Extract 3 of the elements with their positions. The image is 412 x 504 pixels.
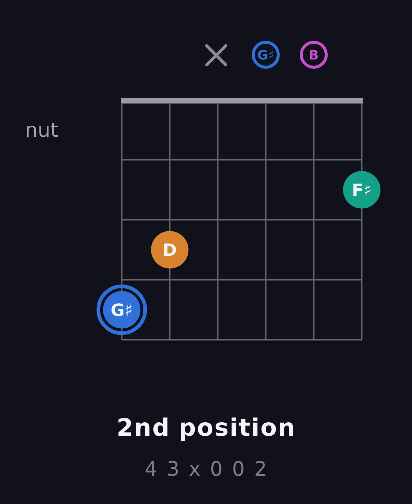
- nut-label: nut: [27, 122, 58, 138]
- position-title: 2nd position: [118, 418, 294, 441]
- fingering-text: 4 3 x 0 0 2: [146, 461, 266, 476]
